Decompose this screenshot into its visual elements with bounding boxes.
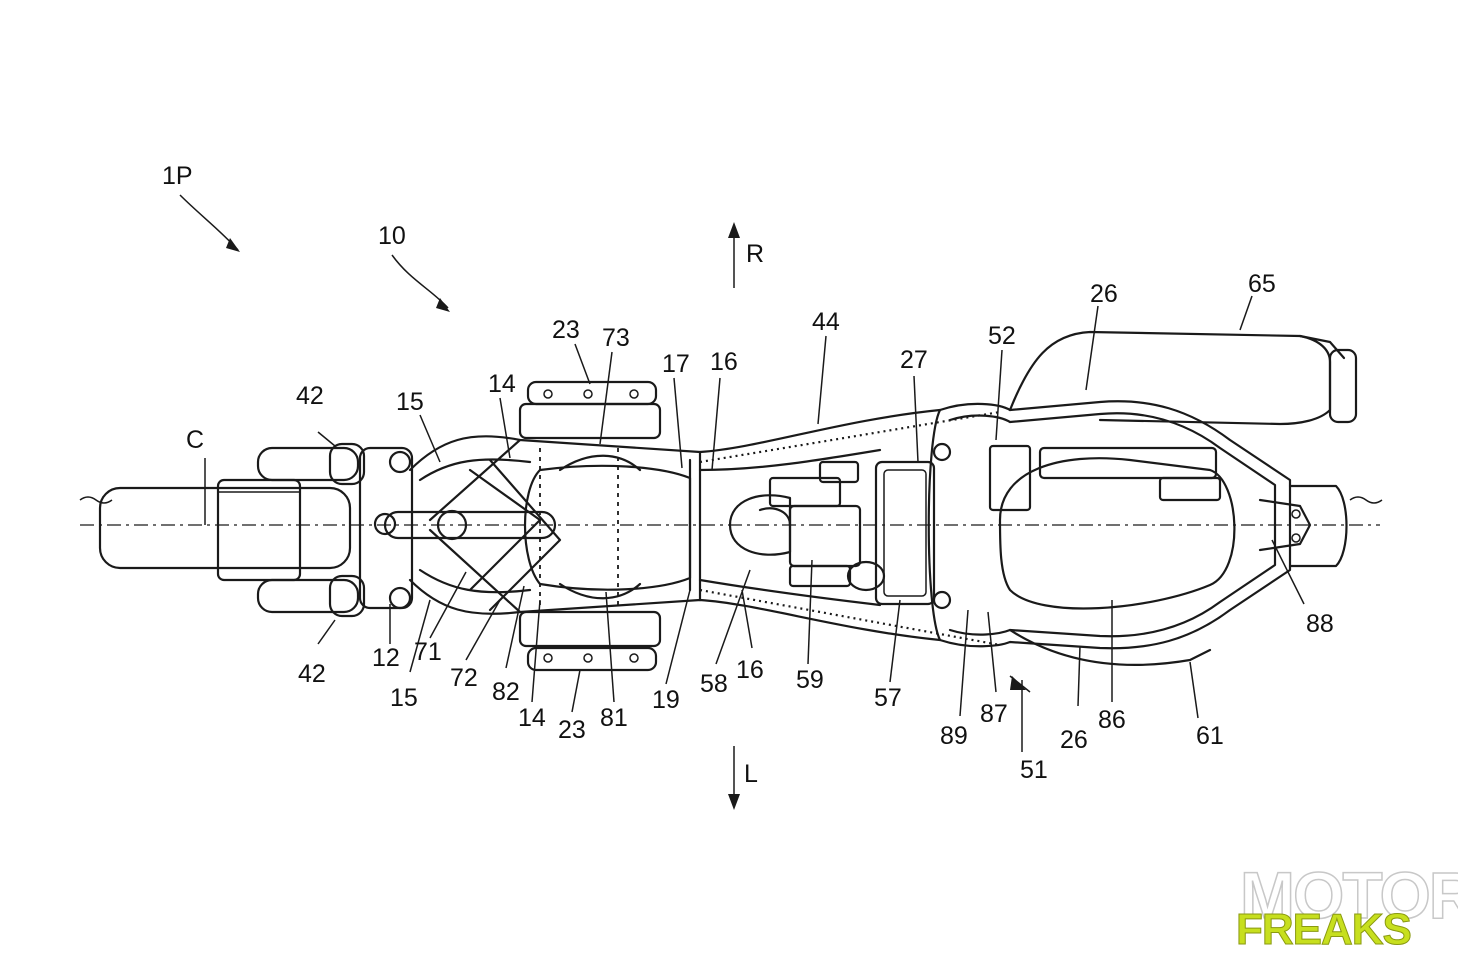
label-81: 81 — [600, 704, 628, 732]
ref51-arrow-head — [1010, 676, 1026, 690]
label-58: 58 — [700, 670, 728, 698]
engine-unit — [728, 460, 886, 592]
label-27: 27 — [900, 346, 928, 374]
label-17: 17 — [662, 350, 690, 378]
reference-labels: 1P R L C 10 42 42 15 15 12 71 72 82 14 1… — [162, 162, 1334, 788]
label-14-top: 14 — [488, 370, 516, 398]
label-71: 71 — [414, 638, 442, 666]
label-65: 65 — [1248, 270, 1276, 298]
muffler — [1008, 330, 1358, 426]
leader-lines — [179, 194, 1305, 752]
front-wheel — [98, 478, 352, 582]
label-16-top: 16 — [710, 348, 738, 376]
fig-arrow-head — [226, 238, 240, 252]
fig-mark: 1P — [162, 162, 193, 190]
label-10: 10 — [378, 222, 406, 250]
label-15-top: 15 — [396, 388, 424, 416]
label-88: 88 — [1306, 610, 1334, 638]
label-52: 52 — [988, 322, 1016, 350]
battery-box — [874, 460, 936, 606]
label-82: 82 — [492, 678, 520, 706]
ref10-arrow-head — [436, 298, 450, 312]
handlebar-lower — [256, 574, 366, 618]
label-16-bottom: 16 — [736, 656, 764, 684]
label-r: R — [746, 240, 764, 268]
label-19: 19 — [652, 686, 680, 714]
label-26-top: 26 — [1090, 280, 1118, 308]
footrest-lower — [518, 610, 662, 672]
label-26-bottom: 26 — [1060, 726, 1088, 754]
watermark-motor: MOTOR — [1240, 858, 1458, 932]
watermark-freaks: FREAKS — [1236, 905, 1411, 954]
label-15-bottom: 15 — [390, 684, 418, 712]
label-12: 12 — [372, 644, 400, 672]
label-l: L — [744, 760, 758, 788]
centerline-break-left — [79, 496, 113, 504]
rear-seat — [988, 444, 1236, 610]
label-42-top: 42 — [296, 382, 324, 410]
label-23-top: 23 — [552, 316, 580, 344]
label-c: C — [186, 426, 204, 454]
arrow-right-direction — [728, 222, 740, 288]
arrow-left-direction — [728, 746, 740, 810]
label-44: 44 — [812, 308, 840, 336]
footrest-upper — [518, 380, 662, 440]
label-23-bottom: 23 — [558, 716, 586, 744]
label-51: 51 — [1020, 756, 1048, 784]
label-57: 57 — [874, 684, 902, 712]
label-61: 61 — [1196, 722, 1224, 750]
label-59: 59 — [796, 666, 824, 694]
label-14-bottom: 14 — [518, 704, 546, 732]
steering-head — [358, 446, 557, 610]
center-tank — [523, 448, 692, 608]
label-86: 86 — [1098, 706, 1126, 734]
label-42-bottom: 42 — [298, 660, 326, 688]
side-cover — [1008, 628, 1212, 666]
tail-light — [1258, 484, 1348, 568]
centerline-break-right — [1349, 496, 1383, 504]
label-72: 72 — [450, 664, 478, 692]
label-89: 89 — [940, 722, 968, 750]
label-87: 87 — [980, 700, 1008, 728]
label-73: 73 — [602, 324, 630, 352]
watermark-logo: MOTOR FREAKS — [1236, 857, 1458, 954]
handlebar-upper — [256, 442, 366, 486]
